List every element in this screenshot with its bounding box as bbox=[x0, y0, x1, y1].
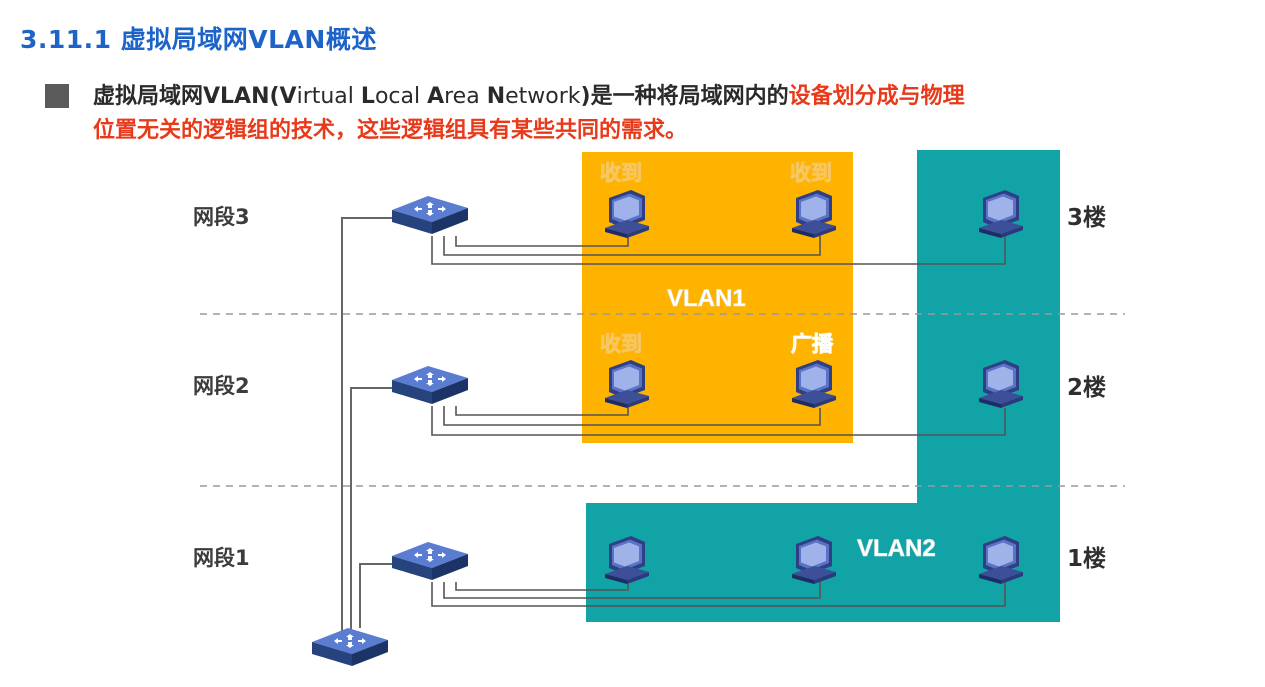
switch-floor1-icon: SWITCH bbox=[392, 542, 468, 584]
segment-label-3: 网段3 bbox=[193, 205, 250, 229]
tag-received: 收到 bbox=[600, 161, 642, 185]
bullet-marker bbox=[45, 84, 69, 108]
floor2-cables bbox=[431, 406, 1006, 436]
vlan2-label: VLAN2 bbox=[857, 535, 936, 562]
pc-icon bbox=[979, 360, 1023, 408]
vlan1-label: VLAN1 bbox=[667, 285, 746, 312]
switch-floor2-icon: SWITCH bbox=[392, 366, 468, 408]
desc-ocal: ocal bbox=[374, 84, 428, 109]
desc-N: N bbox=[486, 84, 506, 109]
segment-label-1: 网段1 bbox=[193, 546, 250, 570]
pc-icon bbox=[979, 190, 1023, 238]
pc-icon bbox=[605, 536, 649, 584]
pc-icon bbox=[792, 360, 836, 408]
floor3-cables bbox=[431, 234, 1006, 265]
desc-highlight1: 设备划分成与物理 bbox=[788, 84, 965, 109]
pc-icon bbox=[979, 536, 1023, 584]
pc-icon bbox=[605, 190, 649, 238]
desc-rea: rea bbox=[444, 84, 487, 109]
segment-label-2: 网段2 bbox=[193, 374, 250, 398]
description-text: 虚拟局域网VLAN(Virtual Local Area Network)是一种… bbox=[93, 80, 1193, 148]
desc-part1: 虚拟局域网VLAN( bbox=[93, 84, 280, 109]
floor-label-1: 1楼 bbox=[1067, 546, 1106, 572]
desc-highlight2: 位置无关的逻辑组的技术，这些逻辑组具有某些共同的需求。 bbox=[93, 118, 688, 143]
floor-label-3: 3楼 bbox=[1067, 205, 1106, 231]
pc-icon bbox=[605, 360, 649, 408]
desc-part2: )是一种将局域网内的 bbox=[580, 84, 789, 109]
pc-icon bbox=[792, 536, 836, 584]
desc-L: L bbox=[360, 84, 375, 109]
floor-label-2: 2楼 bbox=[1067, 375, 1106, 401]
vlan2-region bbox=[586, 150, 1060, 622]
desc-etwork: etwork bbox=[505, 84, 581, 109]
pc-icon bbox=[792, 190, 836, 238]
tag-received: 收到 bbox=[600, 332, 642, 356]
switch-core-icon: SWITCH bbox=[312, 628, 388, 670]
uplink-cables bbox=[341, 217, 392, 632]
tag-broadcast: 广播 bbox=[791, 332, 834, 356]
tag-received: 收到 bbox=[790, 161, 832, 185]
desc-irtual: irtual bbox=[296, 84, 361, 109]
page-title: 3.11.1 虚拟局域网VLAN概述 bbox=[20, 25, 377, 54]
desc-A: A bbox=[427, 84, 445, 109]
desc-V: V bbox=[279, 84, 297, 109]
switch-floor3-icon: SWITCH bbox=[392, 196, 468, 238]
floor1-cables bbox=[431, 580, 1006, 607]
